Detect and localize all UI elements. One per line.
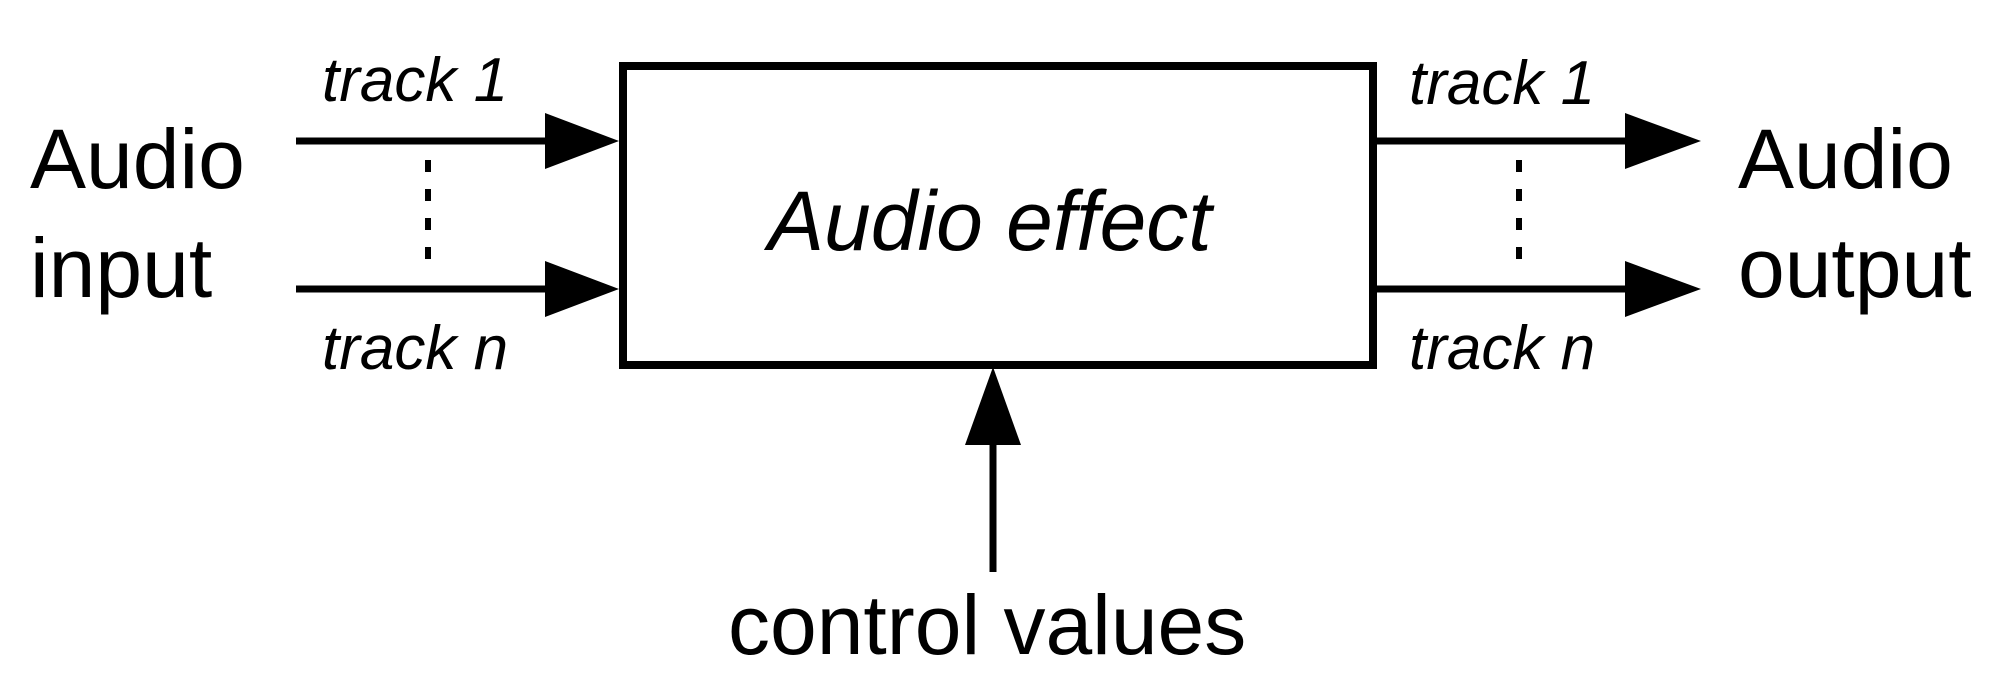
- output-track-1-label: track 1: [1409, 49, 1596, 118]
- input-track-1-label: track 1: [322, 46, 509, 115]
- output-label-line1: Audio: [1738, 112, 1953, 206]
- input-track-n-label: track n: [322, 314, 509, 383]
- input-track-n-arrowhead: [545, 261, 619, 317]
- output-track-n-label: track n: [1409, 314, 1596, 383]
- output-track-1-arrowhead: [1625, 113, 1701, 169]
- input-track-1-arrowhead: [545, 113, 619, 169]
- output-ellipsis: [1516, 160, 1522, 259]
- control-values-label: control values: [728, 578, 1247, 672]
- input-label-line2: input: [30, 221, 213, 315]
- control-arrowhead: [965, 367, 1021, 445]
- effect-block-label: Audio effect: [768, 174, 1212, 268]
- output-label-line2: output: [1738, 221, 1972, 315]
- input-ellipsis: [425, 160, 431, 259]
- effect-block: [619, 62, 1377, 369]
- input-label-line1: Audio: [30, 112, 245, 206]
- output-track-n-arrowhead: [1625, 261, 1701, 317]
